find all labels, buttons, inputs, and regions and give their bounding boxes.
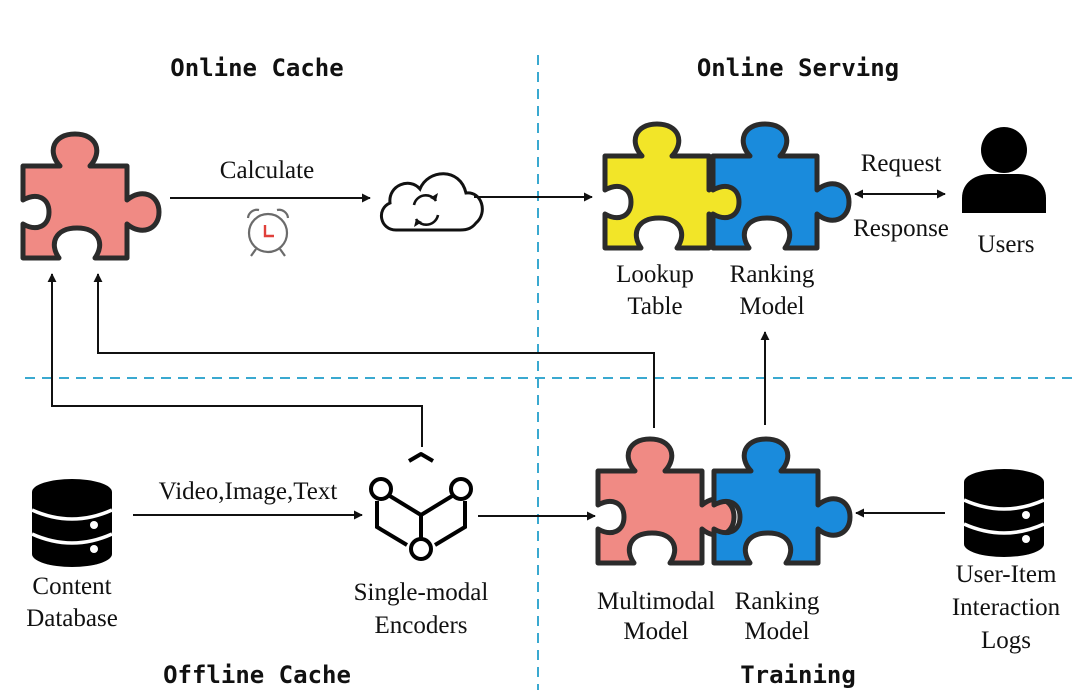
training-ranking-label-line2: Model [744,618,809,645]
user-icon [962,127,1046,213]
logs-label-line3: Logs [981,627,1031,654]
multimodal-to-cache-arrow [93,273,655,428]
lookup-table-label-line2: Table [627,293,682,320]
training-ranking-label-line1: Ranking [735,588,820,615]
multimodal-label-line1: Multimodal [597,588,715,615]
multimodal-label-line2: Model [623,618,688,645]
cloud-sync-icon [380,172,484,232]
serving-ranking-puzzle-icon [713,124,849,248]
logs-label-line1: User-Item [956,561,1057,588]
response-label: Response [853,215,949,242]
serving-ranking-label-line2: Model [739,293,804,320]
content-database-label-line2: Database [26,605,118,632]
users-label: Users [978,231,1035,258]
content-database-label-line1: Content [32,573,111,600]
online-serving-title: Online Serving [697,54,899,82]
video-image-text-label: Video,Image,Text [159,478,338,505]
alarm-clock-icon [246,208,290,257]
serving-ranking-label-line1: Ranking [730,261,815,288]
logs-label-line2: Interaction [952,594,1061,621]
encoder-network-icon [369,452,473,561]
training-ranking-puzzle-icon [714,439,850,563]
calculate-label: Calculate [220,157,314,184]
encoders-label-line2: Encoders [374,612,467,639]
lookup-table-label-line1: Lookup [616,261,694,288]
online-cache-title: Online Cache [170,54,343,82]
interaction-logs-database-icon [963,469,1045,557]
encoders-to-cache-arrow [47,273,423,447]
request-label: Request [861,150,942,177]
cache-puzzle-piece-icon [23,134,159,258]
offline-cache-title: Offline Cache [163,661,351,689]
content-database-icon [31,479,113,567]
training-title: Training [740,661,856,689]
encoders-label-line1: Single-modal [354,579,489,606]
